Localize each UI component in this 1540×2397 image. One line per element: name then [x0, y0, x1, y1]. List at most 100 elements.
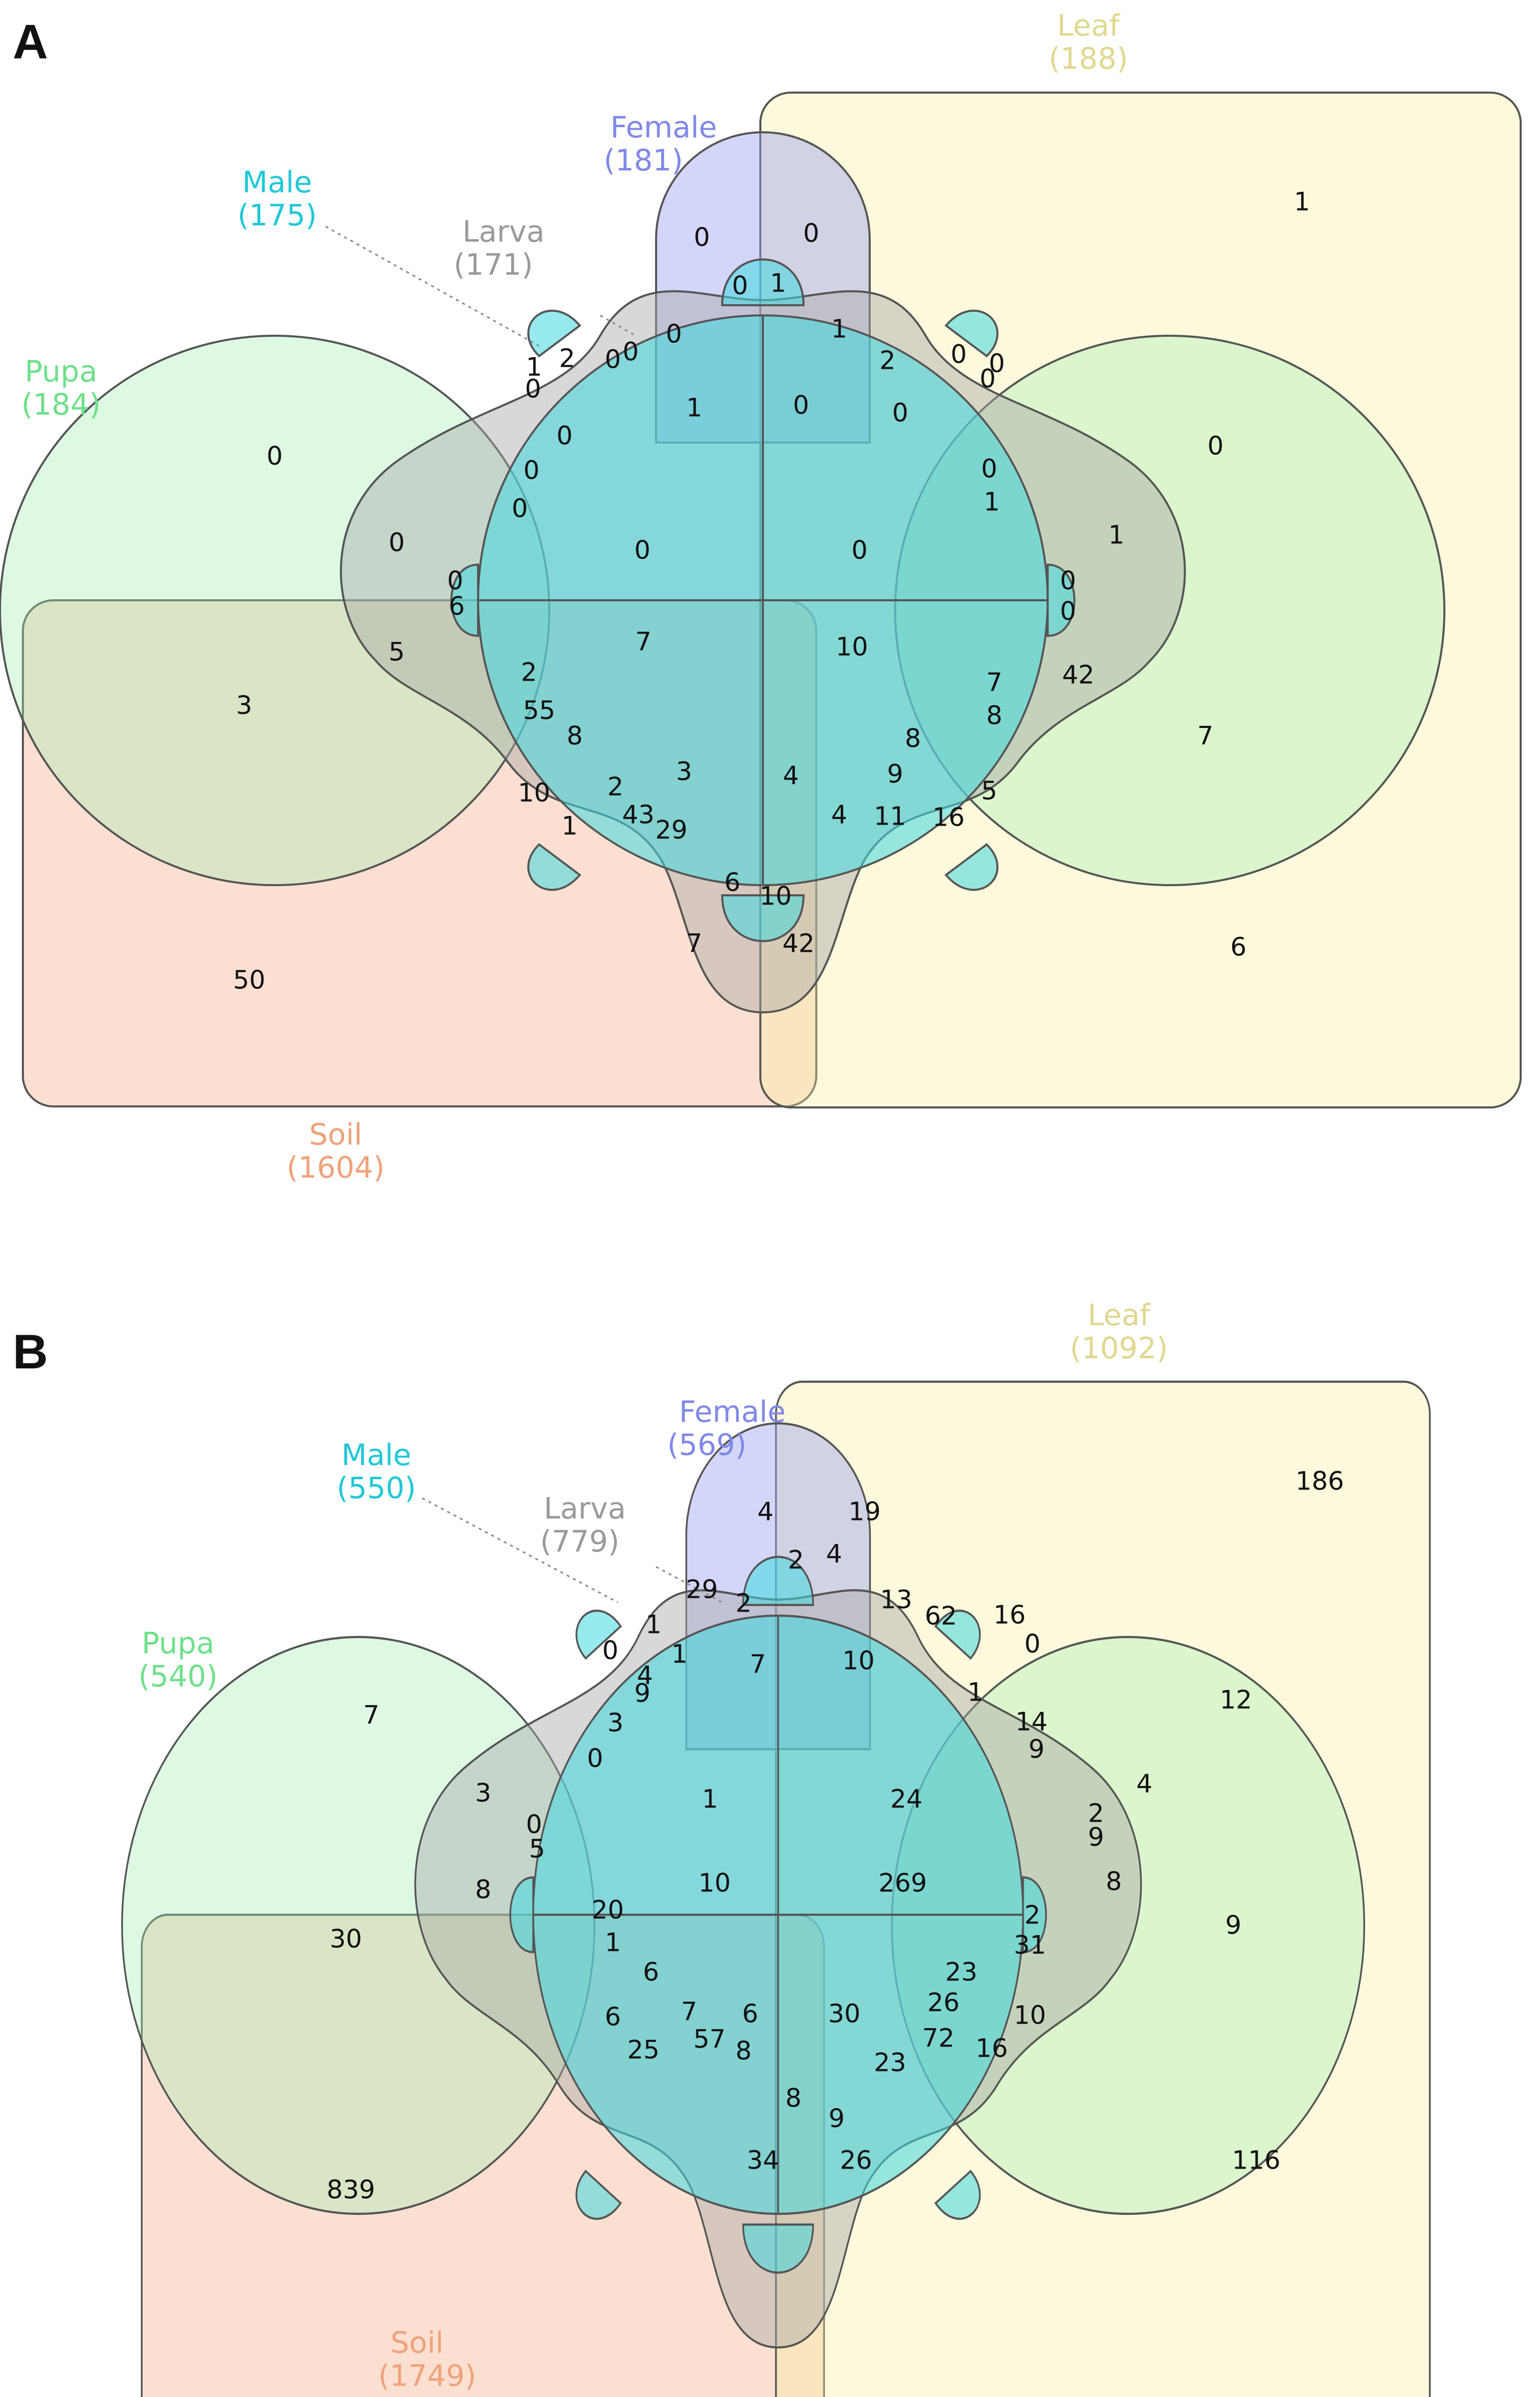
- panel-a-region-count: 7: [986, 668, 1002, 697]
- panel-b-region-count: 4: [1136, 1769, 1152, 1799]
- panel-b-region-count: 9: [1088, 1823, 1104, 1852]
- panel-a-region-count: 10: [836, 632, 868, 662]
- panel-a-region-count: 7: [686, 929, 702, 958]
- panel-a-region-count: 0: [694, 223, 710, 252]
- panel-b-region-count: 4: [757, 1497, 774, 1527]
- panel-a-male-count: (175): [238, 198, 317, 232]
- panel-a-region-count: 0: [523, 456, 540, 485]
- panel-a-region-count: 0: [793, 391, 809, 420]
- panel-b-region-count: 8: [475, 1875, 491, 1905]
- panel-a-region-count: 1: [984, 487, 1000, 517]
- panel-a-region-count: 0: [512, 494, 528, 523]
- panel-b-pupa-label: Pupa: [141, 1626, 214, 1660]
- panel-b-region-count: 12: [1220, 1685, 1252, 1715]
- panel-b-letter: B: [13, 1325, 48, 1379]
- panel-b-region-count: 9: [828, 2104, 845, 2133]
- panel-a-region-count: 10: [518, 778, 550, 808]
- panel-a-region-count: 1: [831, 314, 847, 344]
- panel-a-region-count: 43: [622, 800, 655, 830]
- panel-b-region-count: 24: [890, 1785, 923, 1814]
- panel-b-region-count: 14: [1015, 1707, 1048, 1737]
- panel-a-region-count: 10: [759, 882, 792, 911]
- panel-b-region-count: 16: [975, 2034, 1008, 2063]
- panel-b-soil-label: Soil: [391, 2325, 444, 2360]
- panel-a-region-count: 2: [521, 658, 537, 687]
- panel-a-pupa-label: Pupa: [24, 354, 97, 389]
- panel-a-region-count: 0: [980, 364, 996, 394]
- panel-a-region-count: 0: [989, 349, 1005, 378]
- panel-a-region-count: 5: [389, 637, 405, 667]
- panel-b-region-count: 3: [475, 1778, 491, 1808]
- panel-b-region-count: 9: [1225, 1911, 1241, 1940]
- panel-a-region-count: 1: [770, 269, 786, 298]
- panel-a-region-count: 6: [724, 868, 741, 897]
- panel-b-region-count: 1: [645, 1610, 662, 1640]
- panel-b-region-count: 57: [693, 2025, 726, 2054]
- panel-b: [122, 1382, 1430, 2397]
- panel-b-region-count: 1: [967, 1678, 984, 1707]
- panel-b-region-count: 16: [993, 1600, 1026, 1630]
- panel-a-region-count: 7: [1197, 721, 1213, 751]
- panel-b-region-count: 1: [605, 1928, 621, 1957]
- panel-a-region-count: 11: [874, 802, 906, 831]
- panel-b-region-count: 7: [363, 1701, 379, 1730]
- panel-a-region-count: 0: [981, 454, 997, 484]
- panel-b-region-count: 29: [686, 1575, 718, 1604]
- panel-b-labels: B Leaf (1092) Female (569) Male (550) La…: [13, 1298, 1344, 2393]
- panel-b-pupa-count: (540): [138, 1659, 218, 1693]
- panel-b-region-count: 31: [1014, 1931, 1046, 1960]
- panel-b-region-count: 19: [848, 1497, 881, 1527]
- panel-a-region-count: 0: [623, 337, 639, 367]
- panel-a-region-count: 0: [605, 345, 621, 374]
- panel-a-region-count: 42: [1062, 660, 1094, 690]
- panel-a-region-count: 0: [892, 398, 908, 428]
- panel-a-male-leader: [325, 225, 540, 347]
- panel-a-region-count: 1: [526, 353, 542, 382]
- panel-a-region-count: 1: [561, 811, 578, 841]
- panel-a-region-count: 0: [666, 319, 682, 349]
- panel-b-region-count: 1: [702, 1785, 718, 1814]
- panel-a-region-count: 29: [655, 815, 688, 845]
- panel-a-male-label: Male: [242, 165, 312, 199]
- panel-b-region-count: 0: [1024, 1629, 1041, 1659]
- panel-a-female-count: (181): [604, 143, 683, 178]
- panel-b-larva-count: (779): [540, 1524, 619, 1559]
- panel-b-region-count: 10: [698, 1868, 731, 1898]
- panel-a-region-count: 6: [449, 592, 465, 621]
- panel-a-region-count: 0: [634, 536, 650, 565]
- panel-a-region-count: 3: [676, 757, 692, 786]
- panel-a-region-count: 1: [1294, 187, 1310, 217]
- panel-b-larva-label: Larva: [544, 1491, 626, 1526]
- panel-b-region-count: 2: [735, 1589, 752, 1618]
- panel-a-region-count: 9: [887, 759, 903, 789]
- panel-a-region-count: 1: [1108, 520, 1124, 550]
- panel-b-leaf-count: (1092): [1070, 1331, 1168, 1365]
- panel-b-region-count: 23: [945, 1957, 978, 1987]
- panel-b-region-count: 2: [1088, 1799, 1104, 1828]
- panel-a-soil-label: Soil: [309, 1117, 363, 1152]
- panel-b-region-count: 4: [637, 1661, 653, 1690]
- panel-a-region-count: 16: [932, 803, 965, 832]
- panel-b-region-count: 30: [330, 1924, 362, 1954]
- panel-a-region-count: 0: [1060, 597, 1076, 626]
- panel-b-male-count: (550): [337, 1471, 416, 1505]
- panel-a: A Leaf (188) Female (181) Male (175) Lar…: [0, 8, 1522, 1185]
- panel-b-male-leader: [422, 1497, 618, 1603]
- panel-a-region-count: 42: [782, 929, 815, 958]
- panel-b-region-count: 2: [1024, 1901, 1041, 1930]
- panel-b-region-count: 26: [840, 2146, 872, 2175]
- panel-a-letter: A: [13, 15, 48, 69]
- panel-b-region-count: 20: [591, 1895, 624, 1925]
- panel-b-region-count: 269: [878, 1868, 927, 1898]
- panel-a-region-count: 4: [783, 761, 799, 791]
- panel-b-region-count: 839: [327, 2175, 375, 2205]
- panel-a-region-count: 50: [233, 966, 265, 995]
- panel-a-region-count: 2: [559, 344, 575, 373]
- panel-b-region-count: 4: [826, 1539, 842, 1569]
- panel-b-region-count: 3: [607, 1708, 624, 1738]
- panel-b-region-count: 116: [1232, 2146, 1280, 2175]
- panel-b-region-count: 9: [634, 1679, 650, 1708]
- panel-a-region-count: 0: [803, 219, 819, 248]
- panel-b-region-count: 62: [925, 1601, 957, 1631]
